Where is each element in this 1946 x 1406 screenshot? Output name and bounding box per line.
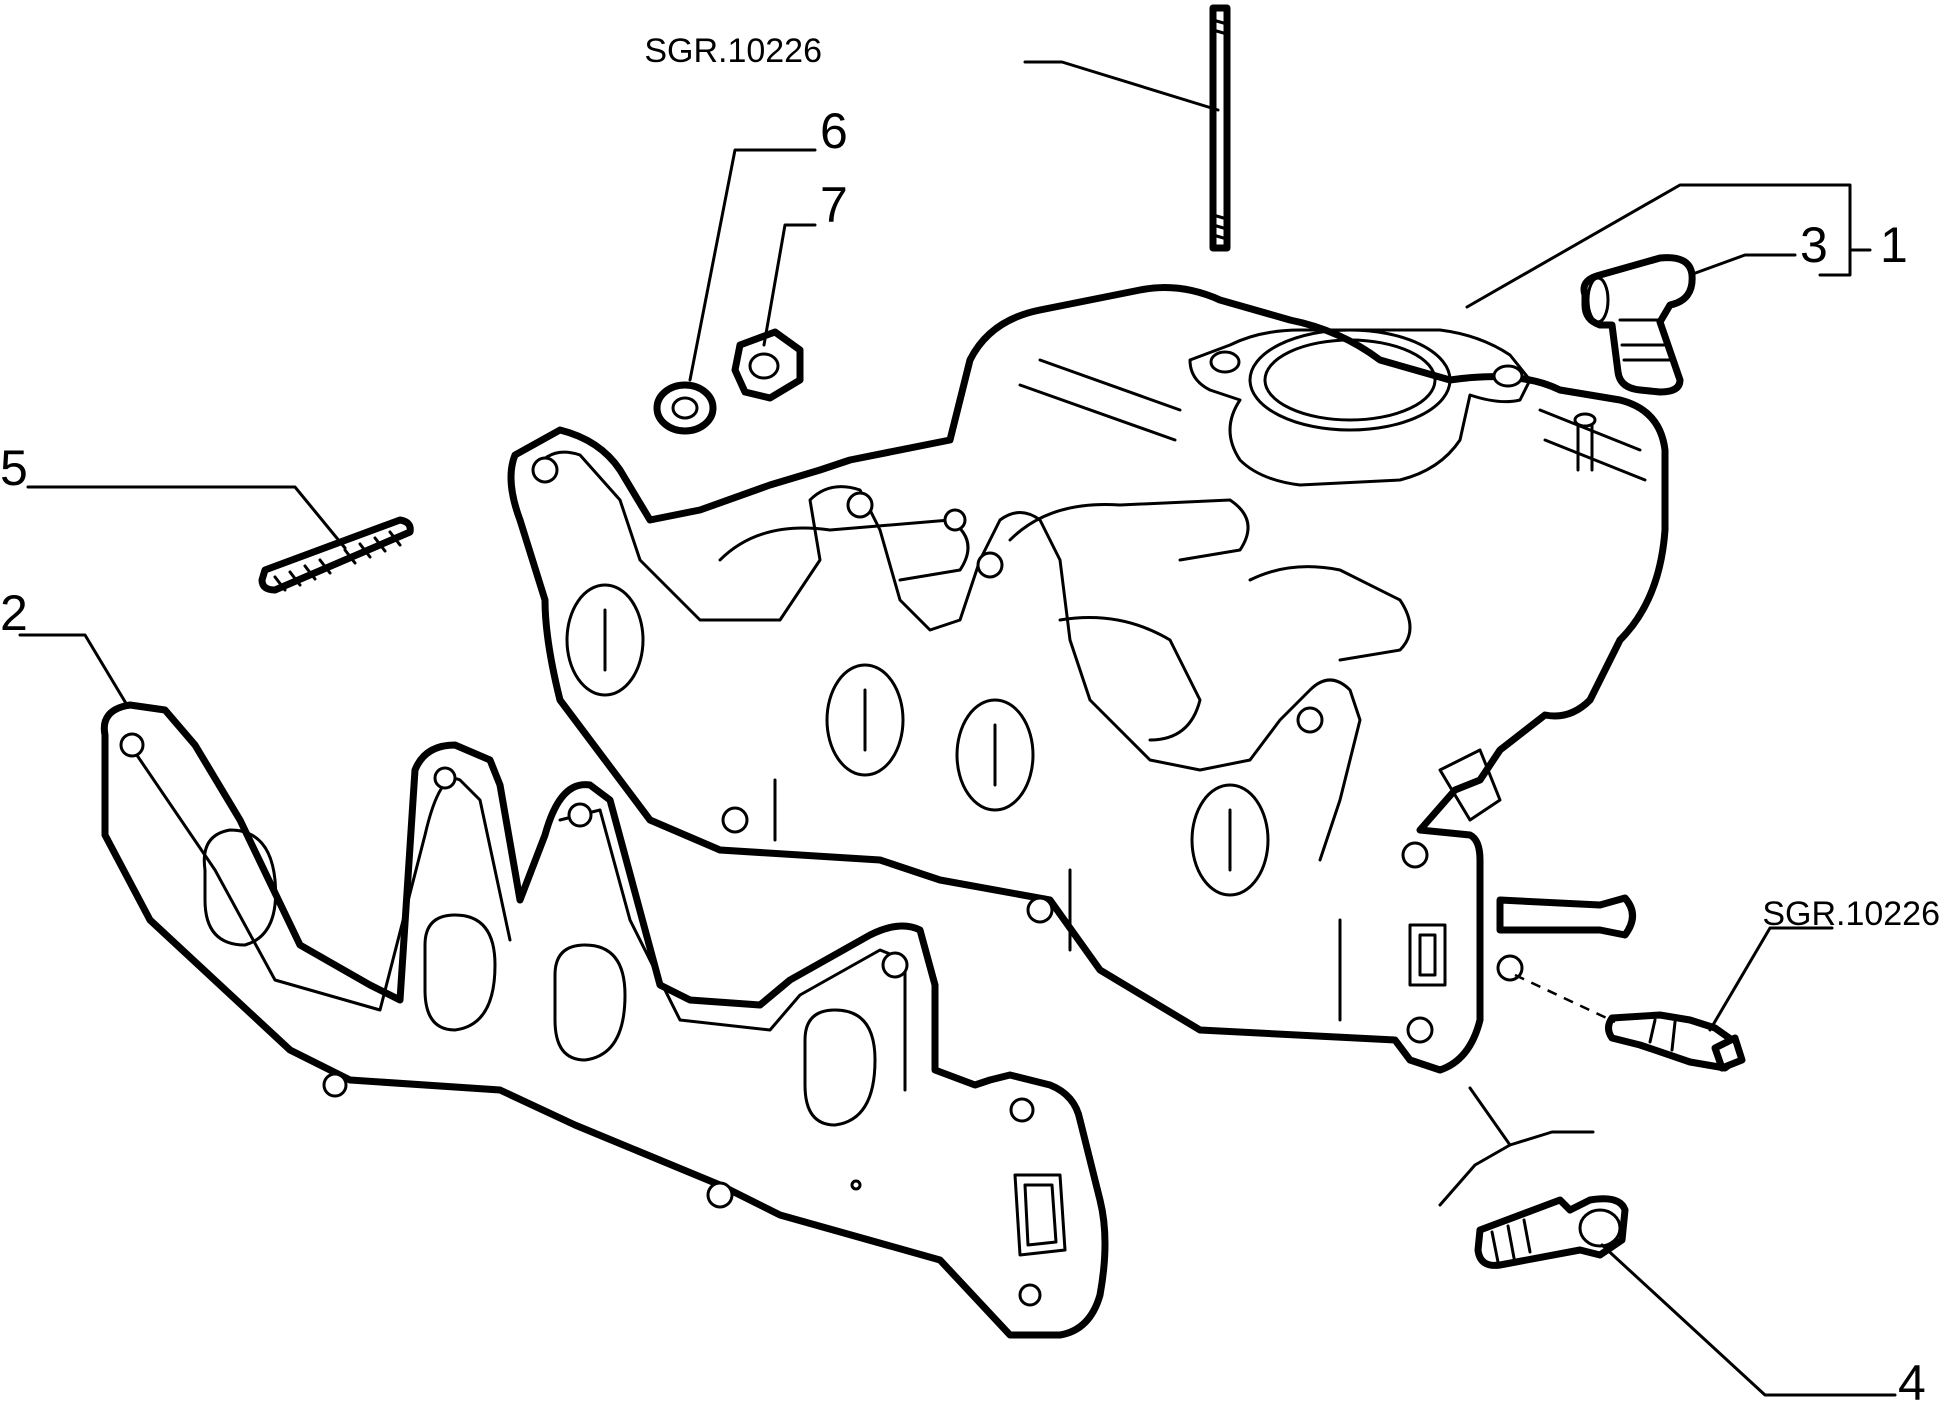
washer-part-6	[653, 381, 717, 435]
callout-4: 4	[1898, 1355, 1926, 1406]
labels: SGR.10226 SGR.10226 6 7 3 1 5 2 4	[0, 32, 1940, 1406]
intake-manifold	[507, 284, 1669, 1074]
bolt-part-4	[1474, 1195, 1629, 1269]
elbow-fitting-part-3	[1580, 254, 1696, 396]
callout-1: 1	[1880, 217, 1908, 273]
long-stud	[1209, 4, 1231, 252]
nut-part-7	[731, 328, 804, 402]
callout-6: 6	[820, 103, 848, 159]
callout-5: 5	[0, 440, 28, 496]
callout-3: 3	[1800, 217, 1828, 273]
callout-2: 2	[0, 585, 28, 641]
manifold-gasket	[100, 701, 1109, 1339]
stud-part-5	[258, 516, 414, 594]
temperature-sensor	[1605, 1011, 1746, 1072]
leader-lines	[18, 60, 1897, 1397]
callout-7: 7	[820, 177, 848, 233]
sensor-reference-label: SGR.10226	[1762, 895, 1940, 933]
stud-reference-label: SGR.10226	[644, 32, 822, 70]
sensor-axis-line	[1514, 973, 1616, 1024]
